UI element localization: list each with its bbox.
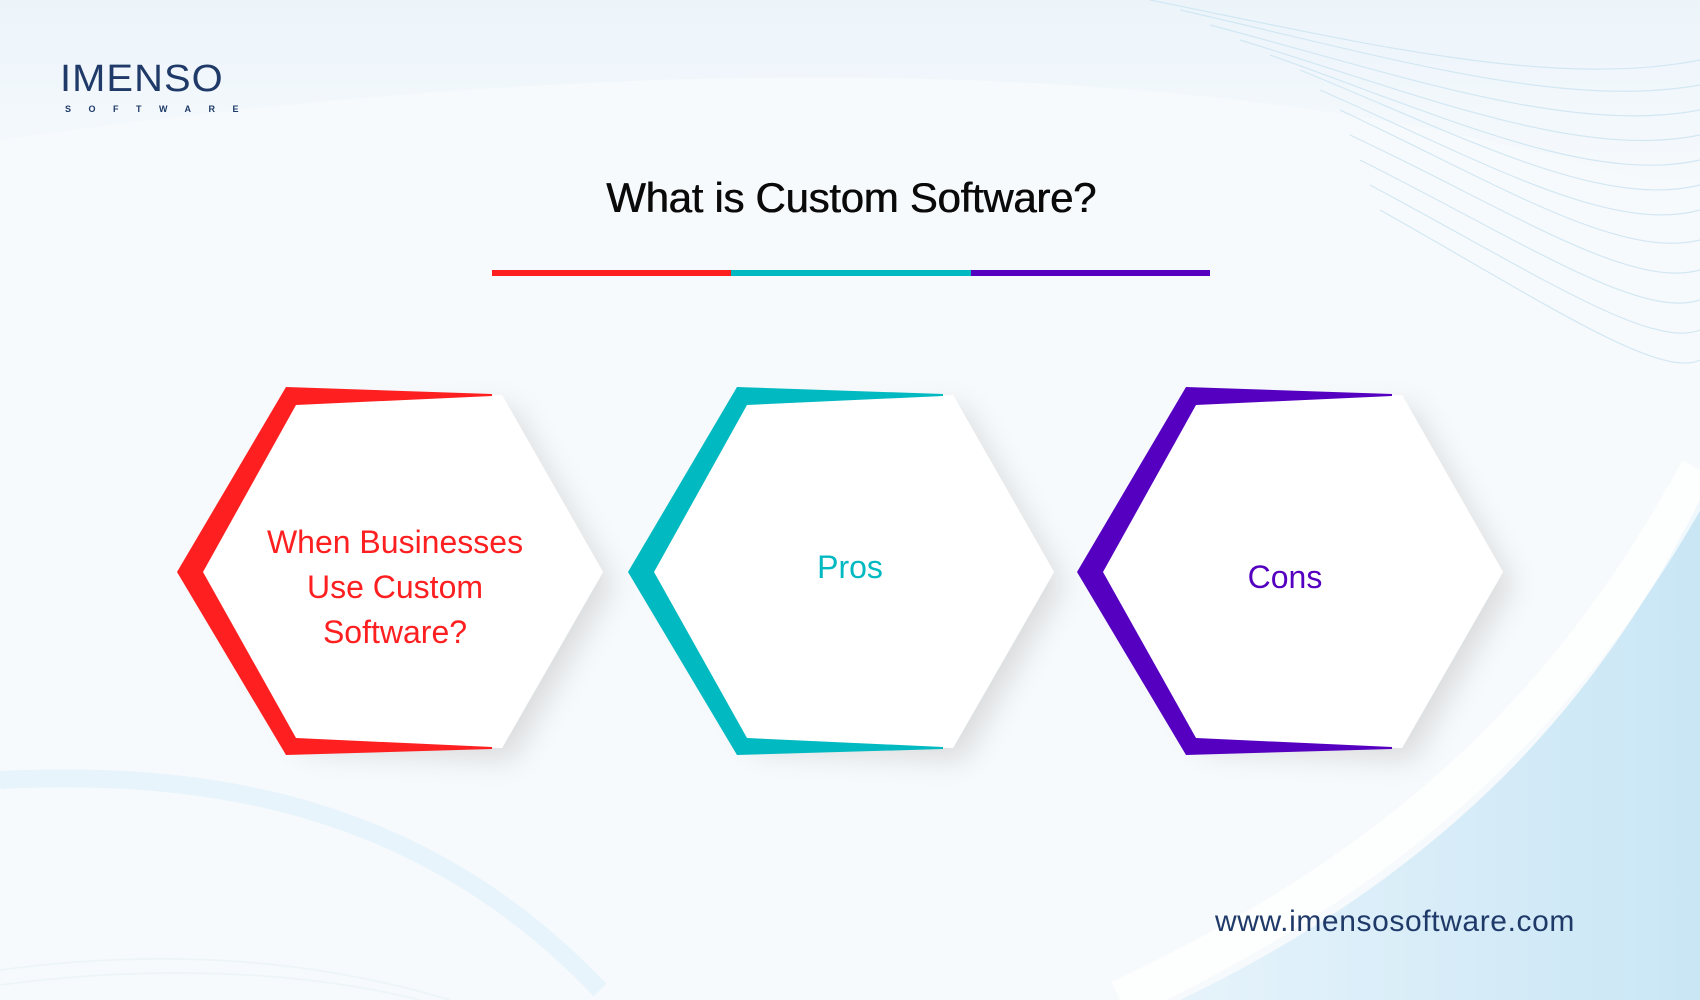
logo-subtitle: SOFTWARE — [65, 104, 256, 114]
divider-teal — [731, 270, 971, 276]
logo-wordmark: IMENSO — [60, 58, 224, 100]
hexagon-shape — [1077, 387, 1503, 755]
logo[interactable]: IMENSO SOFTWARE — [60, 60, 256, 114]
divider-red — [492, 270, 732, 276]
divider-purple — [970, 270, 1210, 276]
hexagon-card-pros[interactable]: Pros — [628, 380, 1068, 780]
hexagon-shape — [177, 387, 603, 755]
website-url[interactable]: www.imensosoftware.com — [1215, 905, 1575, 938]
hexagon-card-when-businesses[interactable]: When Businesses Use Custom Software? — [177, 380, 617, 780]
hexagon-shape — [628, 387, 1054, 755]
tricolor-divider — [492, 270, 1210, 276]
hexagon-label: When Businesses Use Custom Software? — [266, 524, 524, 650]
hexagon-card-cons[interactable]: Cons — [1077, 380, 1517, 780]
page-title: What is Custom Software? — [606, 174, 1096, 221]
hexagon-label: Pros — [817, 549, 883, 585]
hexagon-label: Cons — [1247, 559, 1323, 595]
